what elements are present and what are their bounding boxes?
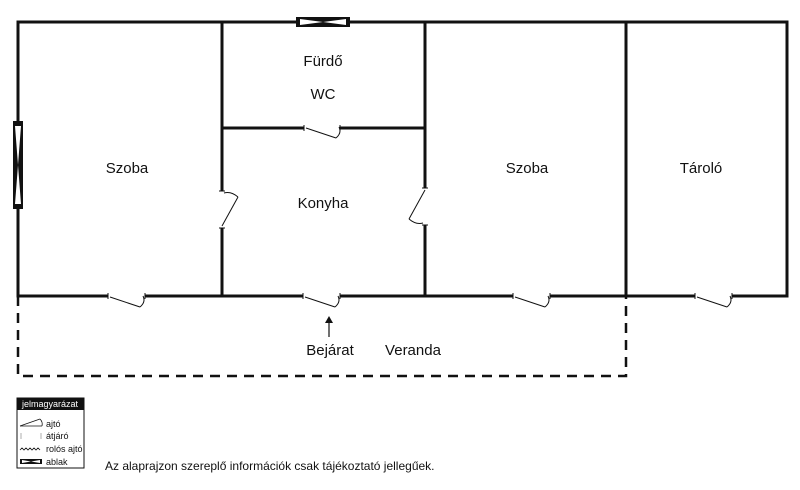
legend-roller-door-icon: [19, 447, 41, 451]
legend-door-icon: [19, 418, 43, 427]
legend-title: jelmagyarázat: [21, 399, 79, 409]
room-label-szoba-left: Szoba: [106, 160, 149, 177]
room-label-bejarat: Bejárat: [306, 342, 354, 359]
door-wc-icon: [303, 125, 341, 139]
window-left-icon: [13, 121, 23, 209]
door-szoba-left-icon: [107, 293, 146, 308]
room-label-wc: WC: [311, 86, 336, 103]
legend-item-door: ajtó: [46, 419, 61, 429]
legend-passage-icon: [20, 433, 42, 439]
room-label-veranda: Veranda: [385, 342, 442, 359]
room-label-konyha: Konyha: [298, 195, 350, 212]
legend-window-icon: [20, 459, 42, 464]
outer-wall: [16, 20, 789, 298]
door-tarolo-icon: [694, 293, 733, 308]
room-label-tarolo: Tároló: [680, 160, 723, 177]
veranda-outline: [16, 296, 628, 378]
legend-item-passage: átjáró: [46, 431, 69, 441]
legend-item-roller-door: rolós ajtó: [46, 444, 83, 454]
door-szoba-konyha-icon: [219, 190, 239, 229]
door-szoba-right-icon: [512, 293, 551, 308]
door-bejarat-icon: [302, 293, 341, 308]
door-konyha-szoba-icon: [408, 187, 428, 226]
disclaimer-note: Az alaprajzon szereplő információk csak …: [105, 459, 435, 473]
room-label-furdo: Fürdő: [303, 53, 342, 70]
walls: [16, 20, 789, 298]
legend: jelmagyarázat ajtó átjáró rolós ajtó abl…: [16, 397, 85, 469]
entrance-arrow-icon: [325, 316, 333, 337]
window-top-icon: [296, 17, 350, 27]
legend-item-window: ablak: [46, 457, 68, 467]
room-label-szoba-right: Szoba: [506, 160, 549, 177]
